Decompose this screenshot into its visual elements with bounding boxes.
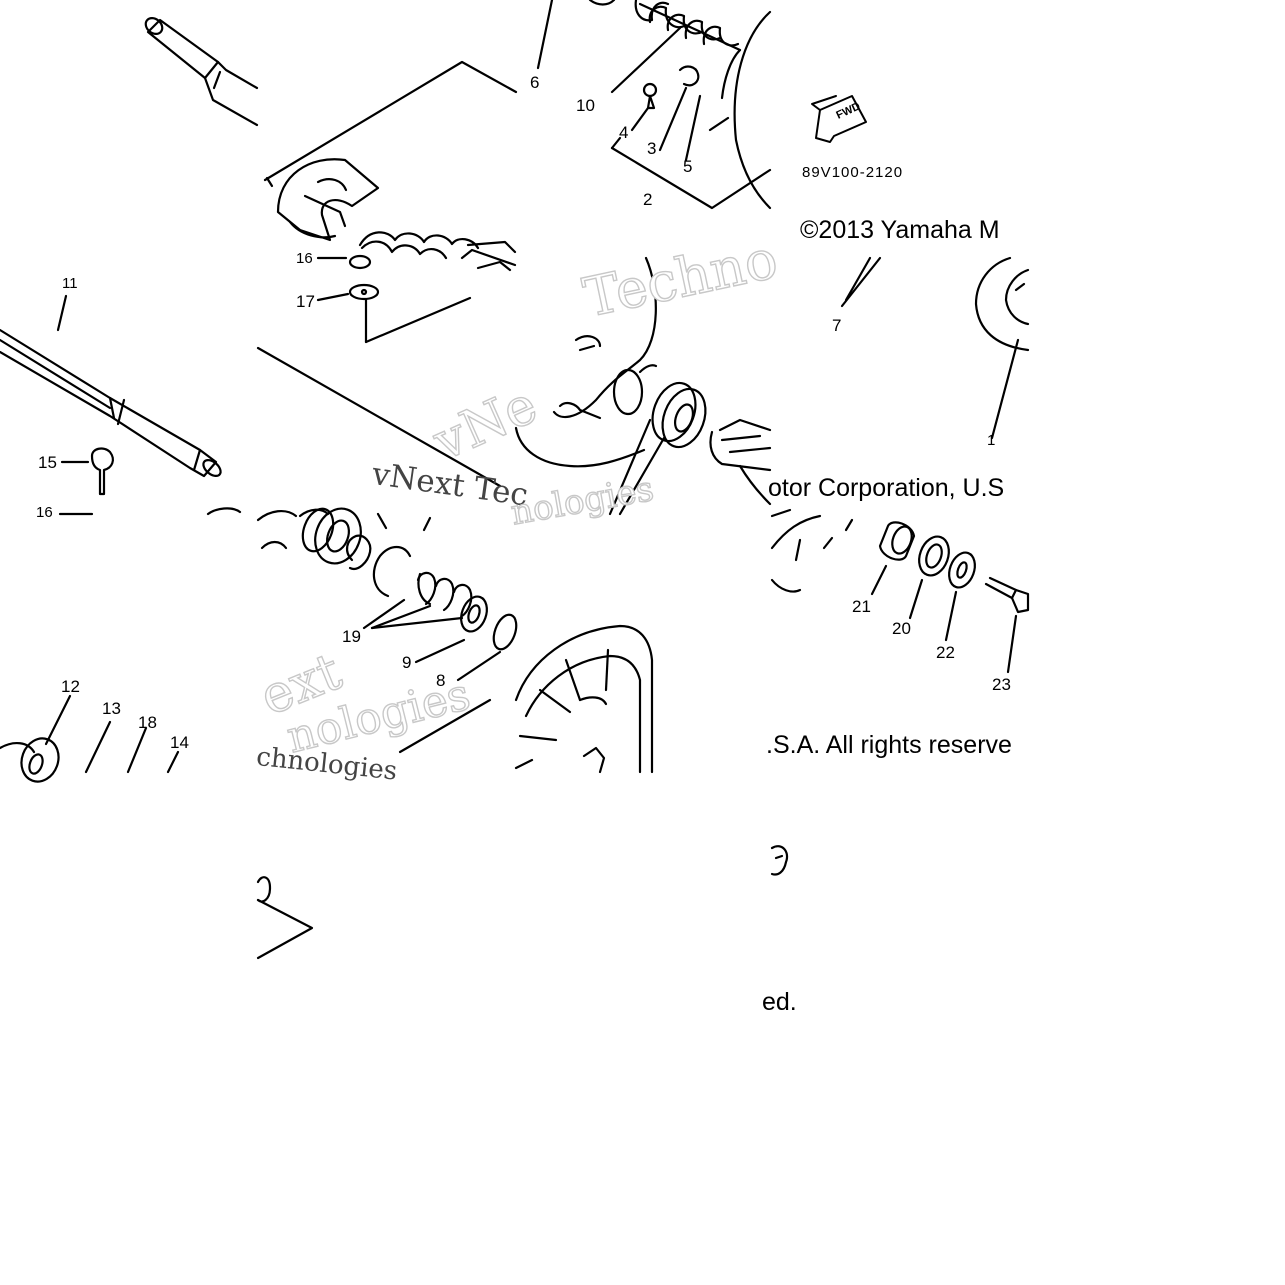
callout-6: 6 bbox=[530, 73, 540, 92]
callout-10: 10 bbox=[576, 96, 595, 115]
callout-19: 19 bbox=[342, 627, 361, 646]
callout-7: 7 bbox=[832, 316, 842, 335]
spring-disc bbox=[536, 0, 772, 210]
cam-assembly bbox=[263, 60, 518, 267]
callout-16b: 16 bbox=[36, 504, 53, 521]
callout-5: 5 bbox=[683, 157, 693, 176]
callout-17: 17 bbox=[296, 292, 315, 311]
callout-13: 13 bbox=[102, 699, 121, 718]
shaft-end bbox=[144, 17, 259, 127]
callout-20: 20 bbox=[892, 619, 911, 638]
callout-18: 18 bbox=[138, 713, 157, 732]
spider-wheel bbox=[514, 624, 654, 774]
callout-9: 9 bbox=[402, 653, 412, 672]
callout-8: 8 bbox=[436, 671, 446, 690]
copyright-line-2: otor Corporation, U.S bbox=[768, 474, 1005, 502]
washers bbox=[256, 254, 512, 488]
callout-12: 12 bbox=[61, 677, 80, 696]
callout-2: 2 bbox=[643, 190, 653, 209]
callout-22: 22 bbox=[936, 643, 955, 662]
callout-16a: 16 bbox=[296, 250, 313, 267]
callout-3: 3 bbox=[647, 139, 657, 158]
callout-21: 21 bbox=[852, 597, 871, 616]
bottom-fragments bbox=[256, 845, 789, 960]
fwd-arrow-icon bbox=[811, 95, 867, 143]
callout-11: 11 bbox=[62, 275, 78, 292]
part-code: 89V100-2120 bbox=[802, 164, 904, 181]
sheave-disc-right bbox=[840, 256, 1030, 440]
bushing-springs bbox=[256, 507, 518, 754]
callout-14: 14 bbox=[170, 733, 189, 752]
callout-23: 23 bbox=[992, 675, 1011, 694]
copyright-line-3: .S.A. All rights reserve bbox=[766, 731, 1012, 759]
collar-parts bbox=[0, 694, 180, 783]
callout-15: 15 bbox=[38, 453, 57, 472]
bushing-bolt bbox=[770, 508, 1030, 674]
callout-4: 4 bbox=[619, 123, 629, 142]
callout-1: 1 bbox=[987, 432, 996, 449]
sheave-center bbox=[514, 256, 772, 516]
main-shaft bbox=[0, 294, 242, 516]
copyright-line-4: ed. bbox=[762, 988, 797, 1016]
copyright-line-1: ©2013 Yamaha M bbox=[800, 216, 1000, 244]
